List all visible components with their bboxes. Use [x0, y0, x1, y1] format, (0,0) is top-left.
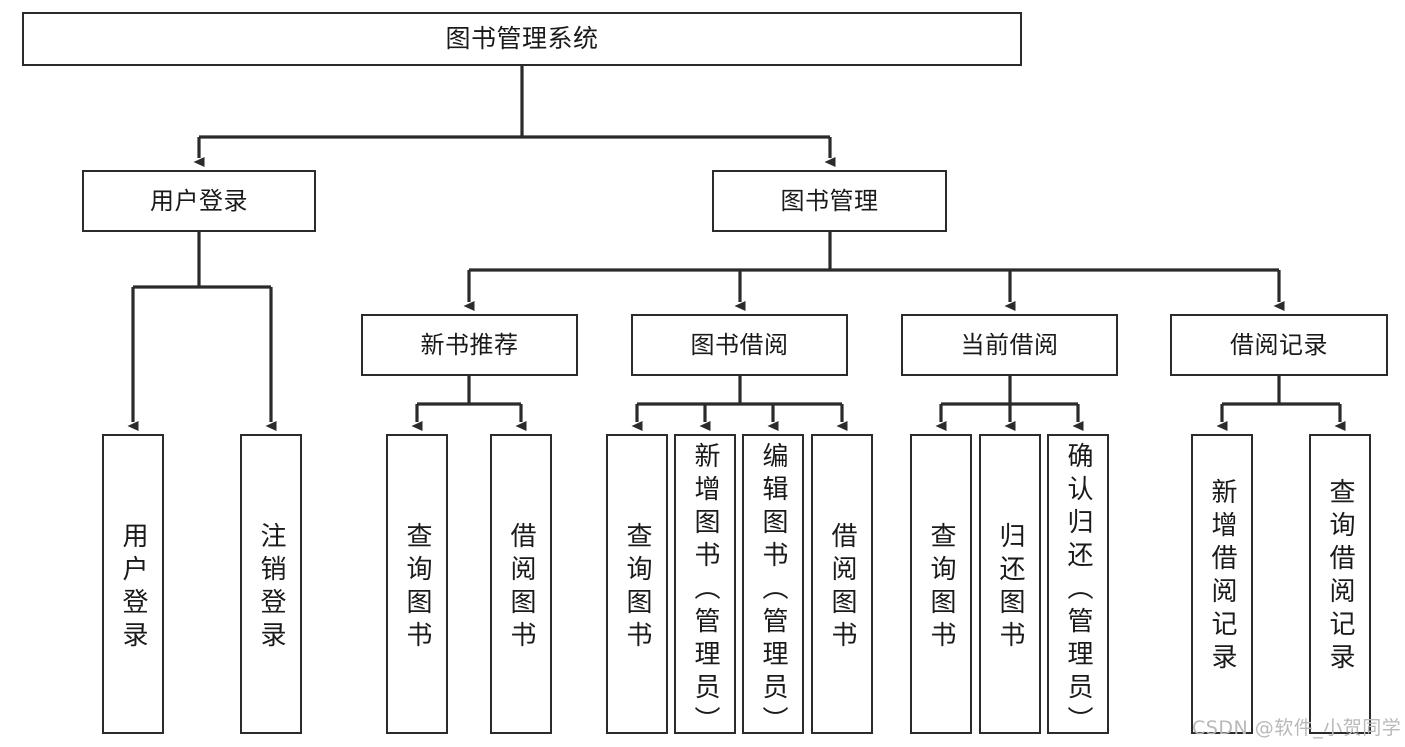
node-label: 图书借阅 [690, 330, 789, 359]
watermark-text: CSDN @软件_小贺同学 [1192, 717, 1402, 739]
leaf-borrow-book-recommend[interactable]: 借阅图书 [490, 434, 552, 734]
node-label: 新增图书（管理员） [690, 442, 720, 734]
node-label: 编辑图书（管理员） [758, 442, 788, 734]
leaf-query-book-borrow[interactable]: 查询图书 [606, 434, 668, 734]
node-label: 当前借阅 [960, 330, 1059, 359]
node-label: 确认归还（管理员） [1063, 442, 1093, 734]
leaf-add-book-admin[interactable]: 新增图书（管理员） [674, 434, 736, 734]
node-label: 用户登录 [150, 186, 248, 215]
leaf-user-login[interactable]: 用户登录 [102, 434, 164, 734]
node-new-book-recommend[interactable]: 新书推荐 [361, 314, 578, 376]
leaf-confirm-return-admin[interactable]: 确认归还（管理员） [1047, 434, 1109, 734]
leaf-borrow-book-borrow[interactable]: 借阅图书 [811, 434, 873, 734]
node-root-book-management-system[interactable]: 图书管理系统 [22, 12, 1022, 66]
node-book-management[interactable]: 图书管理 [712, 170, 947, 232]
leaf-add-borrow-record[interactable]: 新增借阅记录 [1191, 434, 1253, 734]
node-label: 图书管理 [780, 186, 879, 215]
node-borrow-record[interactable]: 借阅记录 [1170, 314, 1388, 376]
node-book-borrow[interactable]: 图书借阅 [631, 314, 848, 376]
leaf-query-borrow-record[interactable]: 查询借阅记录 [1309, 434, 1371, 734]
node-label: 查询图书 [926, 522, 956, 654]
leaf-logout-login[interactable]: 注销登录 [240, 434, 302, 734]
node-label: 注销登录 [256, 522, 286, 654]
node-label: 用户登录 [118, 522, 148, 654]
node-label: 借阅图书 [827, 522, 857, 654]
node-user-login[interactable]: 用户登录 [82, 170, 316, 232]
node-label: 借阅图书 [506, 522, 536, 654]
node-label: 查询图书 [402, 522, 432, 654]
node-label: 查询图书 [622, 522, 652, 654]
leaf-return-book[interactable]: 归还图书 [979, 434, 1041, 734]
leaf-query-book-current[interactable]: 查询图书 [910, 434, 972, 734]
node-label: 图书管理系统 [445, 24, 599, 54]
node-label: 新书推荐 [420, 330, 519, 359]
node-label: 新增借阅记录 [1207, 478, 1237, 676]
csdn-watermark: CSDN @软件_小贺同学 [1192, 713, 1401, 740]
leaf-query-book-recommend[interactable]: 查询图书 [386, 434, 448, 734]
leaf-edit-book-admin[interactable]: 编辑图书（管理员） [742, 434, 804, 734]
node-label: 借阅记录 [1230, 330, 1328, 359]
node-current-borrow[interactable]: 当前借阅 [901, 314, 1118, 376]
node-label: 查询借阅记录 [1325, 478, 1355, 676]
node-label: 归还图书 [995, 522, 1025, 654]
